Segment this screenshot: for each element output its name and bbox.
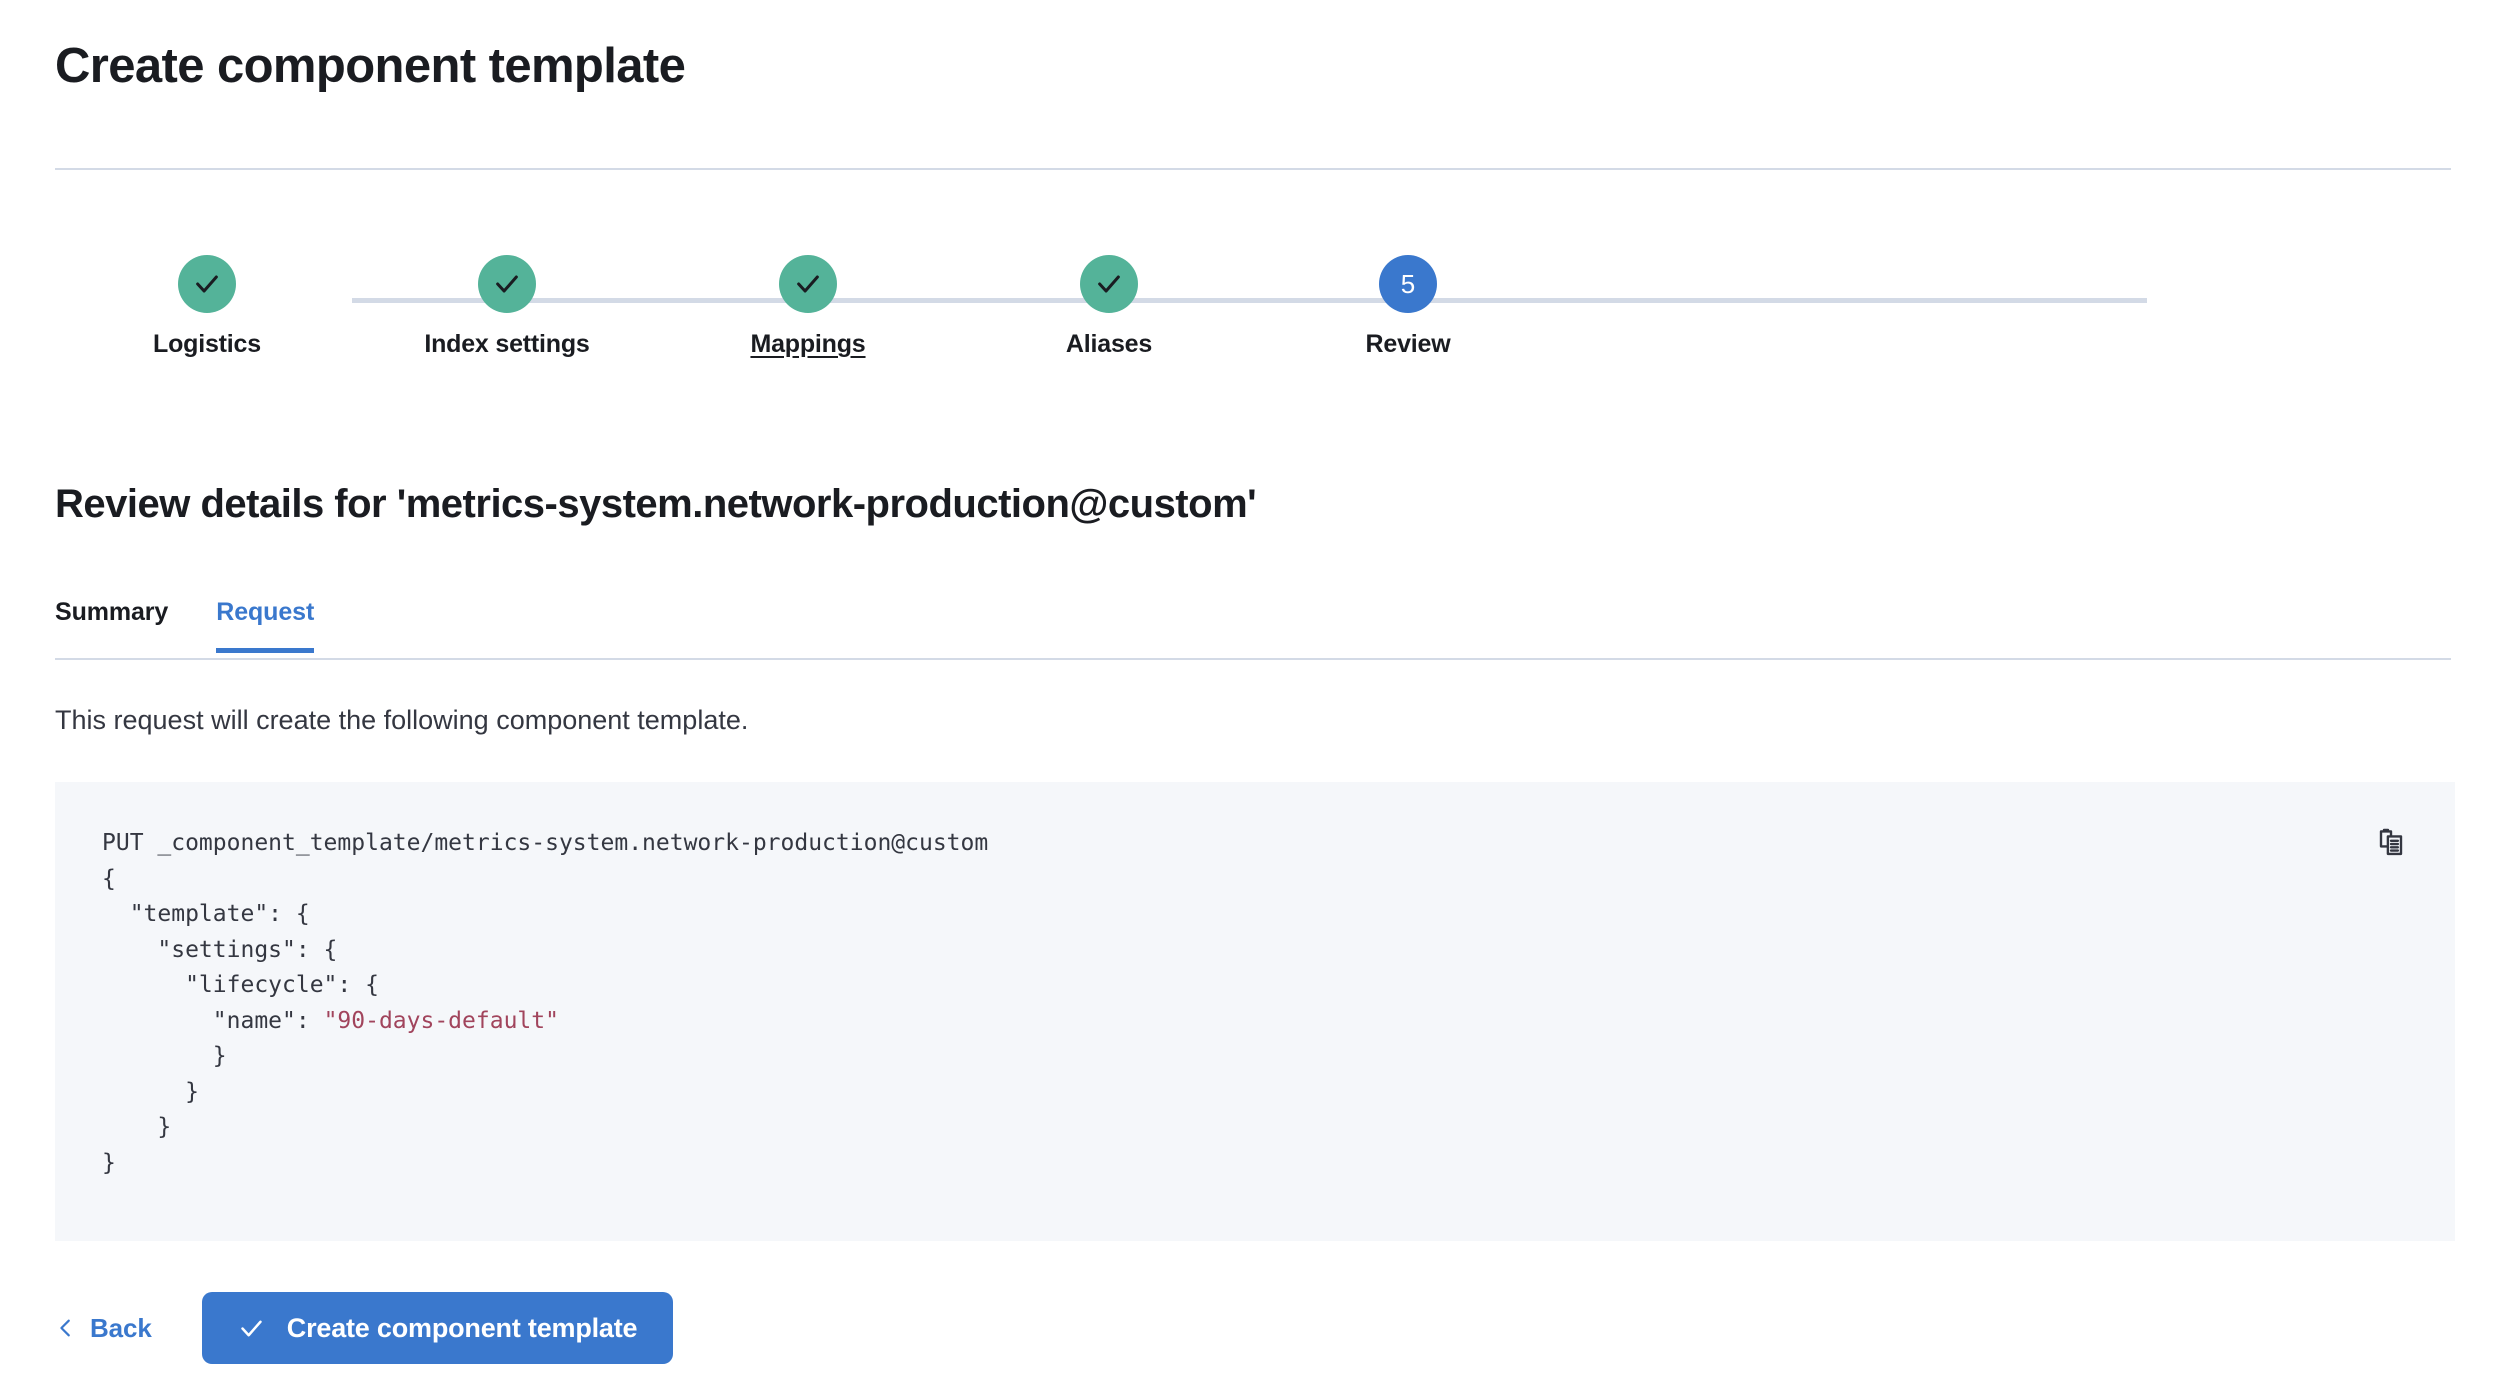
create-component-template-button[interactable]: Create component template xyxy=(201,1292,674,1364)
request-code-panel: PUT _component_template/metrics-system.n… xyxy=(55,782,2455,1241)
check-icon xyxy=(797,275,819,293)
wizard-step-label[interactable]: Logistics xyxy=(153,330,261,358)
wizard-step-label[interactable]: Mappings xyxy=(750,330,866,358)
code-line: } xyxy=(102,1078,199,1105)
step-status-circle-complete xyxy=(1080,255,1138,313)
wizard-step-label[interactable]: Index settings xyxy=(424,330,590,358)
code-request-line: PUT _component_template/metrics-system.n… xyxy=(102,830,989,856)
chevron-left-icon xyxy=(60,1319,70,1337)
back-button[interactable]: Back xyxy=(55,1313,152,1344)
copy-clipboard-icon[interactable] xyxy=(2373,824,2409,860)
step-number: 5 xyxy=(1400,269,1416,299)
step-connector-line xyxy=(352,298,2147,303)
check-icon xyxy=(496,275,518,293)
step-status-circle-complete xyxy=(478,255,536,313)
tab-request[interactable]: Request xyxy=(216,598,314,653)
step-status-circle-complete xyxy=(178,255,236,313)
wizard-step-logistics[interactable]: Logistics xyxy=(57,255,357,359)
tab-summary[interactable]: Summary xyxy=(55,598,168,651)
wizard-footer-actions: Back Create component template xyxy=(55,1292,674,1364)
code-line: } xyxy=(102,1114,172,1140)
create-component-template-label: Create component template xyxy=(286,1312,638,1343)
wizard-step-indicator: Logistics Index settings Mappings Aliase… xyxy=(55,255,2451,395)
wizard-step-label[interactable]: Review xyxy=(1365,330,1451,358)
request-code-block: PUT _component_template/metrics-system.n… xyxy=(102,826,988,1181)
request-description: This request will create the following c… xyxy=(55,705,749,735)
wizard-step-aliases[interactable]: Aliases xyxy=(959,255,1259,359)
copy-clipboard-icon-svg xyxy=(2379,828,2403,856)
wizard-step-mappings[interactable]: Mappings xyxy=(658,255,958,359)
page-title: Create component template xyxy=(55,39,686,93)
code-line: "lifecycle": { xyxy=(102,972,379,998)
check-icon xyxy=(1098,275,1120,293)
wizard-step-label[interactable]: Aliases xyxy=(1065,330,1153,358)
wizard-step-index-settings[interactable]: Index settings xyxy=(357,255,657,359)
step-status-circle-complete xyxy=(779,255,837,313)
code-line: "settings": { xyxy=(102,936,338,963)
code-line: } xyxy=(102,1043,227,1069)
check-icon xyxy=(196,275,218,293)
review-tabs: Summary Request xyxy=(55,598,2451,660)
back-button-label: Back xyxy=(90,1312,152,1343)
step-status-circle-current: 5 xyxy=(1379,255,1437,313)
wizard-step-review[interactable]: 5 Review xyxy=(1258,255,1558,359)
code-line: } xyxy=(102,1149,116,1176)
header-divider xyxy=(55,168,2451,170)
code-line: "name": xyxy=(102,1007,324,1034)
check-icon xyxy=(241,1320,262,1336)
section-title: Review details for 'metrics-system.netwo… xyxy=(55,482,1257,526)
code-line: { xyxy=(102,865,116,892)
code-string-value: "90-days-default" xyxy=(323,1007,559,1034)
code-line: "template": { xyxy=(102,901,310,927)
